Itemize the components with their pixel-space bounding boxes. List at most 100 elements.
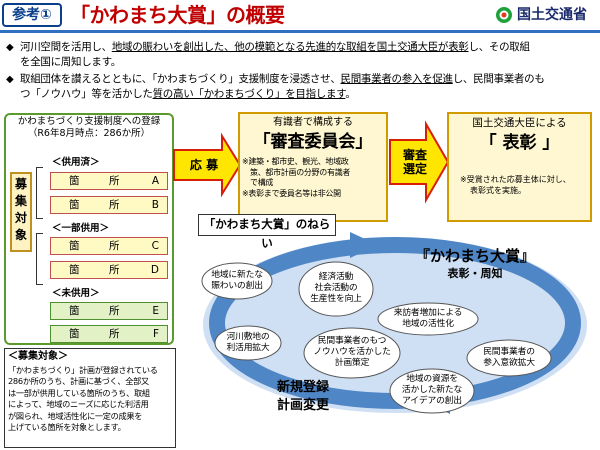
committee-notes: ※建築・都市史、観光、地域政 策、都市計画の分野の有識者 で構成 ※表彰まで委員…	[242, 157, 386, 199]
committee-box	[238, 112, 388, 222]
boshu-char: 象	[14, 228, 27, 242]
committee-caption: 有識者で構成する	[273, 117, 353, 128]
group-label-partial-service: ＜一部供用＞	[52, 223, 110, 234]
bubble-riverbed-use: 河川敷地の 利活用拡大	[215, 332, 281, 354]
committee-note-line: ※建築・都市史、観光、地域政	[242, 157, 349, 166]
bullet-2: ◆ 取組団体を讃えるとともに、「かわまちづくり」支援制度を浸透させ、民間事業者の…	[6, 72, 596, 102]
bullet-2-line-1: 取組団体を讃えるとともに、「かわまちづくり」支援制度を浸透させ、民間事業者の参入…	[6, 72, 596, 87]
bubble-line: 来訪者増加による	[393, 308, 463, 318]
bullet-1-line-2: を全国に周知します。	[6, 55, 596, 70]
bubble-line: 地域の活性化	[402, 319, 454, 330]
bubble-line: ノウハウを活かした	[313, 347, 391, 358]
org-name: 国土交通省	[517, 7, 587, 23]
bullet-text-underlined: 地域の賑わいを創出した、他の模範となる先進的な取組を国土交通大臣が表彰	[111, 41, 469, 53]
bullet-text: 河川空間を活用し、	[20, 41, 112, 53]
bubble-line: 参入意欲拡大	[483, 358, 535, 369]
target-note-line: 286か所のうち、計画に基づく、全部又	[8, 376, 149, 387]
committee-title: 「審査委員会」	[253, 132, 373, 152]
slot-char: 箇	[69, 240, 80, 252]
award-note-line: 表彰式を実施。	[470, 185, 526, 195]
target-note-line: 「かわまちづくり」計画が登録されている	[8, 365, 158, 375]
bullet-text: 。	[345, 88, 356, 100]
target-note-body: 「かわまちづくり」計画が登録されている 286か所のうち、計画に基づく、全部又 …	[8, 365, 174, 433]
slot-char: 所	[109, 328, 120, 340]
page-title: 「かわまち大賞」の概要	[70, 3, 285, 27]
bullet-text: し、その取組	[468, 41, 531, 53]
aim-title: 「かわまち大賞」のねらい	[198, 214, 336, 250]
apply-label: 応 募	[189, 158, 219, 172]
award-notes: ※受賞された応募主体に対し、 表彰式を実施。	[460, 175, 590, 196]
slot-char: 所	[109, 175, 120, 187]
diamond-bullet-icon: ◆	[6, 74, 14, 85]
bubble-shape	[389, 368, 475, 414]
boshu-char: 対	[14, 211, 27, 225]
bullet-2-line-2: つ「ノウハウ」等を活かした質の高い「かわまちづくり」を目指します。	[6, 87, 596, 102]
bubble-line: 生産性を向上	[310, 294, 362, 305]
bubble-line: 経済活動	[318, 272, 354, 282]
bubble-shape	[466, 339, 552, 377]
group-label-in-service: ＜供用済＞	[52, 157, 100, 168]
bubble-line: 活かした新たな	[401, 385, 463, 396]
publicize-label: 『かわまち大賞』 表彰・周知	[400, 246, 550, 281]
slot-letter: A	[151, 175, 159, 187]
bullet-text-underlined: 民間事業者の参入を促進	[340, 73, 454, 85]
slot-char: 箇	[69, 175, 80, 187]
target-note-box	[4, 348, 176, 448]
renewal-label: 新規登録 計画変更	[253, 379, 353, 415]
bullet-text: 取組団体を讃えるとともに、「かわまちづくり」支援制度を浸透させ、	[20, 73, 341, 85]
bubble-line: 河川敷地の	[226, 332, 270, 342]
registration-heading: かわまちづくり支援制度への登録 （R6年8月時点：286か所）	[8, 116, 170, 140]
bubble-shape	[298, 261, 374, 317]
bubble-private-entry: 民間事業者の 参入意欲拡大	[467, 347, 551, 369]
apply-arrow	[173, 132, 242, 198]
bubble-shape	[214, 325, 282, 361]
bullet-text: し、民間事業者のも	[452, 73, 545, 85]
award-title: 「 表彰 」	[479, 133, 560, 153]
bubble-local-resources: 地域の資源を 活かした新たな アイデアの創出	[390, 374, 474, 408]
group-bracket	[36, 167, 43, 219]
bubble-productivity: 経済活動 社会活動の 生産性を向上	[299, 272, 373, 306]
bubble-line: 民間事業者の	[483, 347, 535, 357]
publicize-main: 『かわまち大賞』	[414, 247, 535, 265]
slot-char: 所	[109, 240, 120, 252]
boshu-char: 募	[14, 177, 27, 191]
slot-letter: E	[152, 305, 159, 317]
target-note-line: によって、地域のニーズに応じた利活用	[8, 399, 149, 410]
slot-char: 所	[109, 305, 120, 317]
diamond-bullet-icon: ◆	[6, 42, 14, 53]
bubble-line: 計画策定	[334, 358, 370, 369]
bullet-text: つ「ノウハウ」等を活かした	[20, 88, 153, 100]
committee-note-line: で構成	[250, 178, 274, 187]
renewal-line: 計画変更	[276, 398, 329, 413]
bubble-shape	[201, 262, 273, 300]
screening-label-line: 審査	[402, 148, 427, 162]
bubble-line: 地域に新たな	[211, 270, 263, 280]
target-note-line: が図られ、地域活性化に一定の成果を	[8, 410, 143, 421]
boshu-target-label: 募 集 対 象	[10, 172, 32, 252]
slot-char: 所	[109, 264, 120, 276]
target-note-title: ＜募集対象＞	[8, 351, 68, 362]
group-bracket	[36, 233, 43, 285]
target-note-line: は一部が供用している箇所のうち、取組	[8, 387, 150, 398]
bubble-private-knowhow: 民間事業者のもつ ノウハウを活かした 計画策定	[304, 336, 400, 370]
slot-letter: D	[150, 264, 159, 276]
bullet-1-line-1: 河川空間を活用し、地域の賑わいを創出した、他の模範となる先進的な取組を国土交通大…	[6, 40, 596, 55]
award-note-line: ※受賞された応募主体に対し、	[460, 175, 571, 184]
bullet-text: を全国に周知します。	[20, 56, 121, 68]
slot-letter: C	[151, 240, 159, 252]
screening-label-line: 選定	[402, 162, 427, 176]
slot-char: 箇	[69, 199, 80, 211]
bubble-line: 民間事業者のもつ	[317, 336, 387, 346]
slot-char: 箇	[69, 305, 80, 317]
header-rule	[0, 30, 600, 33]
bullet-text-underlined: 質の高い「かわまちづくり」を目指します	[152, 88, 346, 100]
registration-subtitle: （R6年8月時点：286か所）	[27, 128, 151, 139]
bullet-1: ◆ 河川空間を活用し、地域の賑わいを創出した、他の模範となる先進的な取組を国土交…	[6, 40, 596, 70]
